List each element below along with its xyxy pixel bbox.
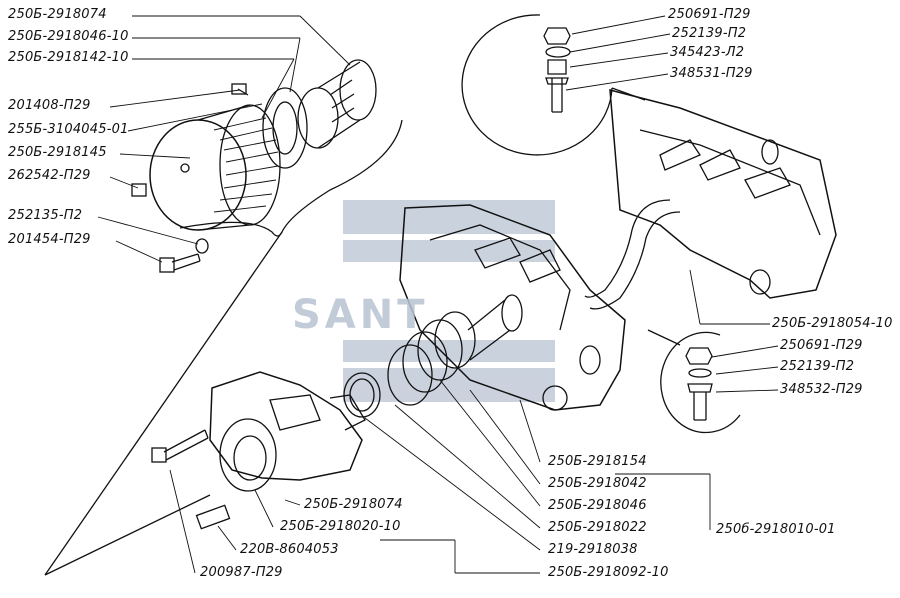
inset-bolt-top <box>543 27 571 113</box>
front-bracket <box>209 371 366 492</box>
label-part: 250Б-2918020-10 <box>280 519 401 534</box>
label-part: 252139-П2 <box>672 26 747 41</box>
splined-hub <box>297 59 377 149</box>
label-part: 250Б-2918154 <box>548 454 647 469</box>
label-part: 262542-П29 <box>8 168 91 183</box>
label-part: 252139-П2 <box>780 359 855 374</box>
label-part: 250Б-2918145 <box>8 145 107 160</box>
pin <box>195 504 231 530</box>
bracket-curve <box>179 119 403 237</box>
small-bolt-1 <box>231 83 249 96</box>
inset-circle-bottom <box>660 331 741 434</box>
rear-bracket <box>609 89 837 299</box>
label-part: 201408-П29 <box>8 98 91 113</box>
label-part: 250Б-2918092-10 <box>548 565 669 580</box>
label-part: 250691-П29 <box>668 7 751 22</box>
label-part: 220В-8604053 <box>240 542 339 557</box>
label-part: 200987-П29 <box>200 565 283 580</box>
label-part: 250Б-2918042 <box>548 476 647 491</box>
brake-drum <box>149 104 281 231</box>
inset-circle-top <box>461 14 613 156</box>
label-part: 250Б-2918074 <box>304 497 403 512</box>
center-housing <box>399 204 626 411</box>
leader-lines <box>97 15 779 574</box>
label-part: 250Б-2918142-10 <box>8 50 129 65</box>
label-part: 250Б-2918054-10 <box>772 316 893 331</box>
long-bolt-2 <box>151 429 209 463</box>
small-bolt-2 <box>131 183 147 197</box>
bellows-seal <box>387 294 523 406</box>
long-bolt-1 <box>159 253 201 273</box>
label-part: 255Б-3104045-01 <box>8 122 129 137</box>
label-part: 250б-2918010-01 <box>716 522 836 537</box>
label-part: 250Б-2918046-10 <box>8 29 129 44</box>
bracket-leader <box>44 231 283 576</box>
flange-ring <box>262 87 308 169</box>
label-part: 345423-Л2 <box>670 45 745 60</box>
label-part: 348532-П29 <box>780 382 863 397</box>
label-part: 250Б-2918074 <box>8 7 107 22</box>
label-part: 201454-П29 <box>8 232 91 247</box>
label-part: 250Б-2918022 <box>548 520 647 535</box>
exhaust-pipe <box>584 199 681 310</box>
label-part: 250691-П29 <box>780 338 863 353</box>
watermark-text: SANT <box>292 292 429 338</box>
inset-bolt-bottom <box>685 347 713 421</box>
label-part: 252135-П2 <box>8 208 83 223</box>
washer-1 <box>195 238 209 254</box>
label-part: 219-2918038 <box>548 542 638 557</box>
label-part: 250Б-2918046 <box>548 498 647 513</box>
label-part: 348531-П29 <box>670 66 753 81</box>
